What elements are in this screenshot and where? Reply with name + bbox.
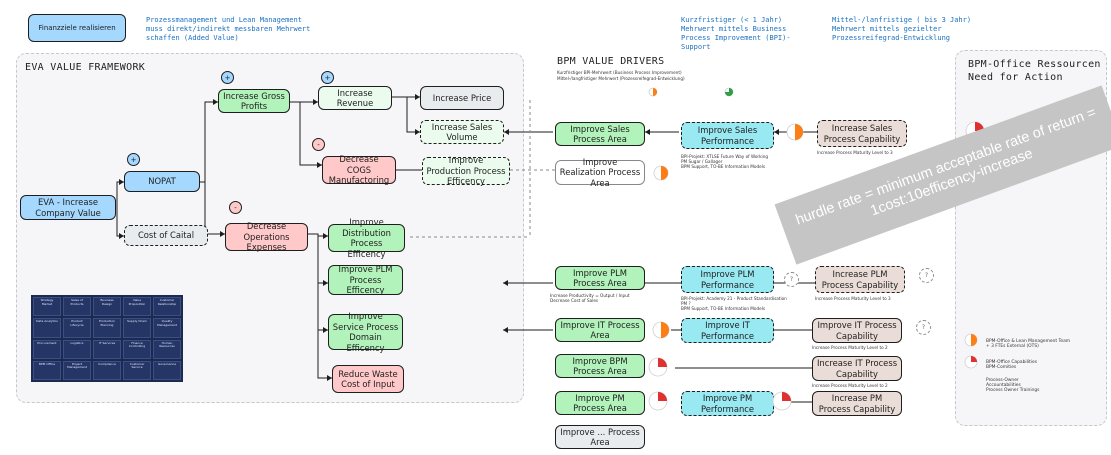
thumbnail-tile: Finance Controlling bbox=[123, 339, 151, 359]
eva-node[interactable]: EVA - Increase Company Value bbox=[20, 195, 116, 220]
thumbnail-tile: Sales of Products bbox=[63, 297, 91, 317]
legend-item-3: Process-Owner Accountabilities Process O… bbox=[986, 378, 1040, 393]
plus-icon: + bbox=[221, 71, 234, 84]
eva-framework-title: EVA VALUE FRAMEWORK bbox=[25, 62, 146, 73]
bpm-office-title: BPM-Office Ressourcen Need for Action bbox=[968, 59, 1101, 83]
pie-indicator-slice bbox=[653, 88, 657, 96]
thumbnail-tile: Production Planning bbox=[93, 318, 121, 338]
legend-item-2: BPM-Office Capabilities BPM-Comities bbox=[986, 360, 1037, 370]
thumbnail-tile: Data Analytics bbox=[33, 318, 61, 338]
pm-capability-node[interactable]: Increase PM Process Capability bbox=[812, 391, 902, 416]
thumbnail-tile: Product Lifecycle bbox=[63, 318, 91, 338]
realization-area-node[interactable]: Improve Realization Process Area bbox=[555, 157, 645, 188]
revenue-node[interactable]: Increase Revenue bbox=[318, 86, 392, 110]
pie-indicator-slice bbox=[661, 322, 669, 338]
it-performance-node[interactable]: Improve IT Performance bbox=[681, 318, 774, 343]
plus-icon: + bbox=[321, 71, 334, 84]
pie-indicator-slice bbox=[658, 358, 667, 367]
pie-indicator-slice bbox=[658, 392, 667, 401]
sales-project-note: BPI-Projekt: XTLSE Future Way of Working… bbox=[681, 154, 769, 169]
pie-indicator-slice bbox=[971, 356, 977, 362]
thumbnail-tile: Governance bbox=[153, 360, 181, 380]
it-capability-node-2[interactable]: Increase IT Process Capability bbox=[812, 356, 902, 381]
bpm-area-node[interactable]: Improve BPM Process Area bbox=[555, 354, 645, 378]
finanzziele-box: Finanzziele realisieren bbox=[28, 14, 126, 42]
thumbnail-tile: Project Management bbox=[63, 360, 91, 380]
other-area-node[interactable]: Improve ... Process Area bbox=[555, 425, 645, 449]
kurzfristiger-note: Kurzfristiger (< 1 Jahr) Mehrwert mittel… bbox=[681, 16, 791, 51]
thumbnail-tile: Customer Relationship bbox=[153, 297, 181, 317]
thumbnail-tile: Customer Service bbox=[123, 360, 151, 380]
pm-performance-node[interactable]: Improve PM Performance bbox=[681, 391, 774, 416]
question-icon: ? bbox=[919, 268, 934, 283]
sales-performance-node[interactable]: Improve Sales Performance bbox=[681, 122, 774, 149]
thumbnail-tile: Procurement bbox=[33, 339, 61, 359]
sales-area-node[interactable]: Improve Sales Process Area bbox=[555, 122, 645, 146]
it-area-node[interactable]: Improve IT Process Area bbox=[555, 318, 645, 342]
plm-input-note: Increase Productivity = Output / Input D… bbox=[550, 293, 630, 303]
plm-project-note: BPI-Projekt: Academy 21 - Product Standa… bbox=[681, 296, 787, 311]
thumbnail-tile: Logistics bbox=[63, 339, 91, 359]
cogs-node[interactable]: Decrease COGS Manufactoring bbox=[322, 154, 396, 185]
bpm-value-drivers-title: BPM VALUE DRIVERS bbox=[557, 56, 665, 67]
nopat-node[interactable]: NOPAT bbox=[124, 171, 200, 192]
sales-volume-node[interactable]: Increase Sales Volume bbox=[420, 120, 504, 144]
cost-of-capital-node[interactable]: Cost of Caital bbox=[124, 225, 208, 246]
minus-icon: - bbox=[229, 201, 242, 214]
thumbnail-tile: Value Proposition bbox=[123, 297, 151, 317]
opex-node[interactable]: Decrease Operations Expenses bbox=[225, 221, 308, 252]
plm-capability-node[interactable]: Increase PLM Process Capability bbox=[815, 266, 905, 293]
plus-icon: + bbox=[127, 153, 140, 166]
pie-indicator-slice bbox=[795, 124, 803, 140]
bpm-subtext: Kurzfristiger BPI-Mehrwert (Business Pro… bbox=[557, 70, 682, 75]
thumbnail-tile: BPM Office bbox=[33, 360, 61, 380]
gross-profits-node[interactable]: Increase Gross Profits bbox=[218, 89, 290, 113]
pie-indicator-slice bbox=[725, 88, 733, 96]
pie-indicator-slice bbox=[971, 334, 977, 346]
pie-indicator-slice bbox=[782, 392, 791, 401]
question-icon: ? bbox=[784, 272, 799, 287]
plm-performance-node[interactable]: Improve PLM Performance bbox=[681, 266, 774, 293]
thumbnail-tile: Compliance bbox=[93, 360, 121, 380]
prozessmanagement-note: Prozessmanagement und Lean Management mu… bbox=[146, 16, 311, 42]
bpm-subtext: Mittel-/langfristiger Mehrwert (Prozessr… bbox=[557, 76, 685, 81]
thumbnail-tile: Strategy Market bbox=[33, 297, 61, 317]
thumbnail-tile: Supply Chain bbox=[123, 318, 151, 338]
plm-area-node[interactable]: Improve PLM Process Area bbox=[555, 266, 645, 290]
thumbnail-tile: Business Design bbox=[93, 297, 121, 317]
plm-maturity-note: Increase Process Maturity Level to 3 bbox=[815, 296, 891, 301]
price-node[interactable]: Increase Price bbox=[420, 86, 504, 110]
pie-indicator-slice bbox=[661, 166, 668, 180]
minus-icon: - bbox=[312, 138, 325, 151]
thumbnail-tile: Quality Management bbox=[153, 318, 181, 338]
thumbnail-tile: Human Resources bbox=[153, 339, 181, 359]
it-capability-node-1[interactable]: Improve IT Process Capability bbox=[812, 318, 902, 343]
service-node[interactable]: Improve Service Process Domain Efficency bbox=[328, 311, 403, 353]
mittel-note: Mittel-/lanfristige ( bis 3 Jahr) Mehrwe… bbox=[832, 16, 972, 42]
sales-capability-node[interactable]: Increase Sales Process Capability bbox=[817, 120, 907, 147]
sales-maturity-note: Increase Process Maturity Level to 3 bbox=[817, 150, 893, 155]
plm-efficency-node[interactable]: Improve PLM Process Efficency bbox=[328, 264, 403, 295]
it-maturity-note-2: Increase Process Maturity Level to 2 bbox=[812, 383, 888, 388]
thumbnail-tile: IT Services bbox=[93, 339, 121, 359]
legend-item-1: BPM-Office & Lean Management Team + 3 FT… bbox=[986, 339, 1071, 349]
waste-node[interactable]: Reduce Waste Cost of Input bbox=[332, 365, 404, 393]
it-maturity-note-1: Increase Process Maturity Level to 2 bbox=[812, 345, 888, 350]
question-icon: ? bbox=[916, 320, 931, 335]
pm-area-node[interactable]: Improve PM Process Area bbox=[555, 391, 645, 415]
production-node[interactable]: Improve Production Process Efficency bbox=[422, 155, 510, 186]
